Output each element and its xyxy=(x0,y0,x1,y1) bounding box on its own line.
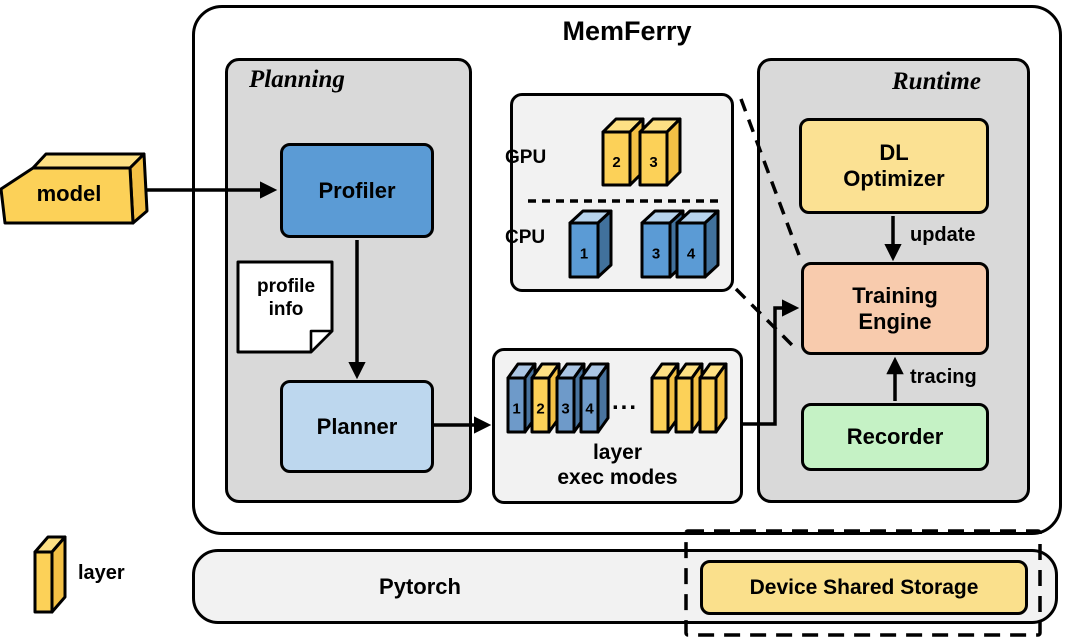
device-shared-storage-box: Device Shared Storage xyxy=(700,560,1028,615)
pytorch-label: Pytorch xyxy=(379,573,461,599)
planning-panel-label: Planning xyxy=(249,66,345,93)
cpu-label: CPU xyxy=(505,227,546,248)
training-engine-label: Training Engine xyxy=(852,282,938,334)
model-label: model xyxy=(36,181,102,206)
update-edge-label: update xyxy=(910,224,976,246)
exec-modes-ellipsis: ... xyxy=(612,388,639,415)
exec-modes-caption: layer exec modes xyxy=(492,441,743,491)
training-engine-box: Training Engine xyxy=(801,262,989,355)
legend-layer-slab xyxy=(33,535,67,614)
layer-block xyxy=(33,535,67,614)
profiler-box: Profiler xyxy=(280,143,434,238)
profile-info-label: profile info xyxy=(256,276,316,320)
runtime-panel-label: Runtime xyxy=(892,68,981,95)
planner-box: Planner xyxy=(280,380,434,473)
tracing-edge-label: tracing xyxy=(910,366,977,388)
memory-view-box xyxy=(510,93,734,292)
recorder-box: Recorder xyxy=(801,403,989,471)
exec-modes-caption-line2: exec modes xyxy=(557,465,678,489)
exec-modes-caption-line1: layer xyxy=(592,441,643,464)
gpu-label: GPU xyxy=(505,147,547,168)
dl-optimizer-label: DL Optimizer xyxy=(843,140,945,191)
dl-optimizer-box: DL Optimizer xyxy=(799,118,989,214)
legend-layer-label: layer xyxy=(78,562,125,584)
diagram-title: MemFerry xyxy=(562,16,692,46)
